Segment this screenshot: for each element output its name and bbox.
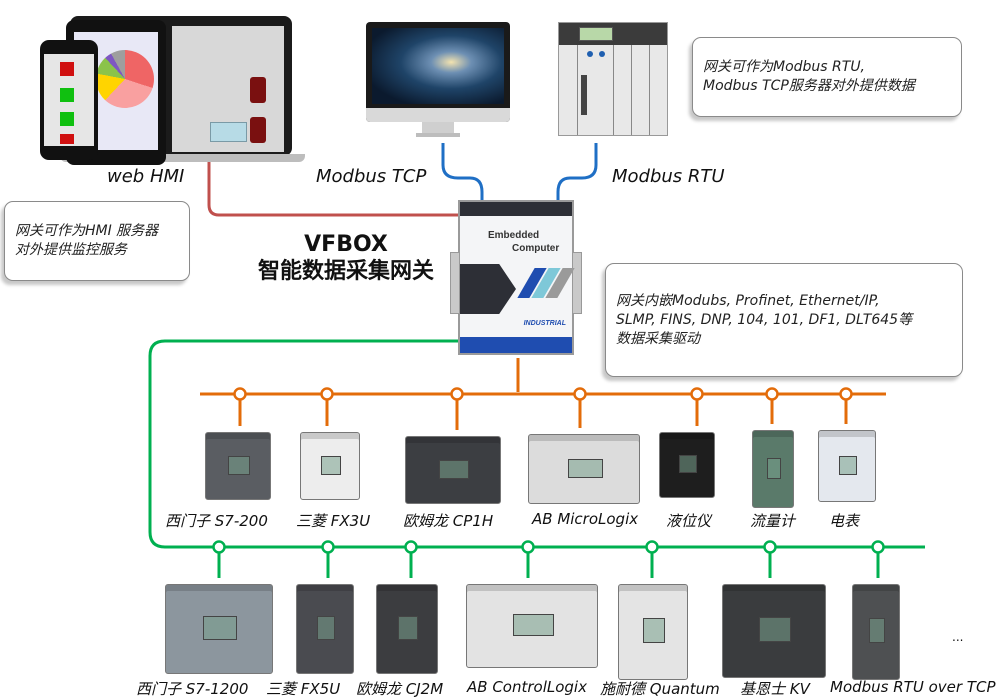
ethernet-device-label: 西门子 S7-1200 [136, 680, 249, 698]
ethernet-device-image [296, 584, 354, 674]
ethernet-device-image [466, 584, 598, 668]
serial-device-label: AB MicroLogix [532, 510, 639, 528]
pc-monitor-image [366, 22, 510, 138]
serial-tap-node [233, 387, 247, 401]
serial-device-image [752, 430, 794, 508]
modbus-rtu-plc-image [558, 22, 668, 136]
ethernet-device-image [618, 584, 688, 680]
gateway-brand: INDUSTRIAL [523, 320, 566, 327]
ethernet-device-label: 施耐德 Quantum [600, 680, 720, 698]
product-title: VFBOX 智能数据采集网关 [246, 232, 446, 286]
ethernet-tap-node [763, 540, 777, 554]
serial-device-image [818, 430, 876, 502]
ethernet-tap-node [521, 540, 535, 554]
web-hmi-devices-image [40, 12, 305, 165]
serial-device-label: 流量计 [750, 512, 796, 530]
serial-device-label: 电表 [829, 512, 860, 530]
serial-tap-node [765, 387, 779, 401]
ethernet-device-label: 三菱 FX5U [266, 680, 341, 698]
modbus-rtu-label: Modbus RTU [612, 166, 725, 187]
ethernet-device-label: AB ControlLogix [467, 678, 587, 696]
serial-device-image [659, 432, 715, 498]
serial-device-label: 三菱 FX3U [296, 512, 371, 530]
title-line-2: 智能数据采集网关 [257, 259, 434, 284]
title-line-1: VFBOX [304, 232, 388, 257]
callout-drivers: 网关内嵌Modubs, Profinet, Ethernet/IP, SLMP,… [605, 263, 963, 377]
serial-tap-node [690, 387, 704, 401]
modbus-rtu-line [556, 143, 598, 200]
serial-tap-node [839, 387, 853, 401]
serial-device-image [528, 434, 640, 504]
callout-line: SLMP, FINS, DNP, 104, 101, DF1, DLT645等 [616, 311, 913, 328]
ethernet-tap-node [212, 540, 226, 554]
modbus-tcp-label: Modbus TCP [316, 166, 427, 187]
ethernet-trunk-line [148, 339, 925, 549]
ethernet-device-label: 欧姆龙 CJ2M [356, 680, 444, 698]
gateway-label-2: Computer [512, 243, 560, 254]
callout-line: 网关可作为Modbus RTU, [703, 59, 866, 75]
modbus-tcp-line [441, 143, 484, 200]
serial-device-image [205, 432, 271, 500]
ethernet-device-label: Modbus RTU over TCP [830, 678, 996, 696]
hmi-connection-line [207, 160, 460, 217]
callout-line: Modbus TCP服务器对外提供数据 [703, 78, 915, 94]
serial-device-image [405, 436, 501, 504]
serial-tap-node [320, 387, 334, 401]
ethernet-device-image [852, 584, 900, 680]
serial-device-label: 西门子 S7-200 [165, 512, 268, 530]
callout-hmi-server: 网关可作为HMI 服务器 对外提供监控服务 [4, 201, 190, 281]
ethernet-device-label: 基恩士 KV [740, 680, 810, 698]
gateway-device: Embedded Computer INDUSTRIAL [450, 200, 582, 355]
ethernet-tap-node [321, 540, 335, 554]
ethernet-tap-node [871, 540, 885, 554]
ethernet-tap-node [404, 540, 418, 554]
callout-line: 网关可作为HMI 服务器 [15, 223, 159, 239]
callout-modbus-server: 网关可作为Modbus RTU, Modbus TCP服务器对外提供数据 [692, 37, 962, 117]
serial-device-image [300, 432, 360, 500]
callout-line: 对外提供监控服务 [15, 242, 127, 258]
ethernet-device-image [722, 584, 826, 678]
ethernet-device-image [376, 584, 438, 674]
more-devices-ellipsis: ... [952, 630, 964, 644]
callout-line: 数据采集驱动 [616, 330, 700, 347]
serial-device-label: 液位仪 [666, 512, 712, 530]
web-hmi-label: web HMI [107, 166, 185, 187]
gateway-label-1: Embedded [488, 230, 540, 241]
ethernet-device-image [165, 584, 273, 674]
ethernet-tap-node [645, 540, 659, 554]
serial-tap-node [450, 387, 464, 401]
callout-line: 网关内嵌Modubs, Profinet, Ethernet/IP, [616, 292, 880, 309]
serial-tap-node [573, 387, 587, 401]
serial-device-label: 欧姆龙 CP1H [403, 512, 494, 530]
